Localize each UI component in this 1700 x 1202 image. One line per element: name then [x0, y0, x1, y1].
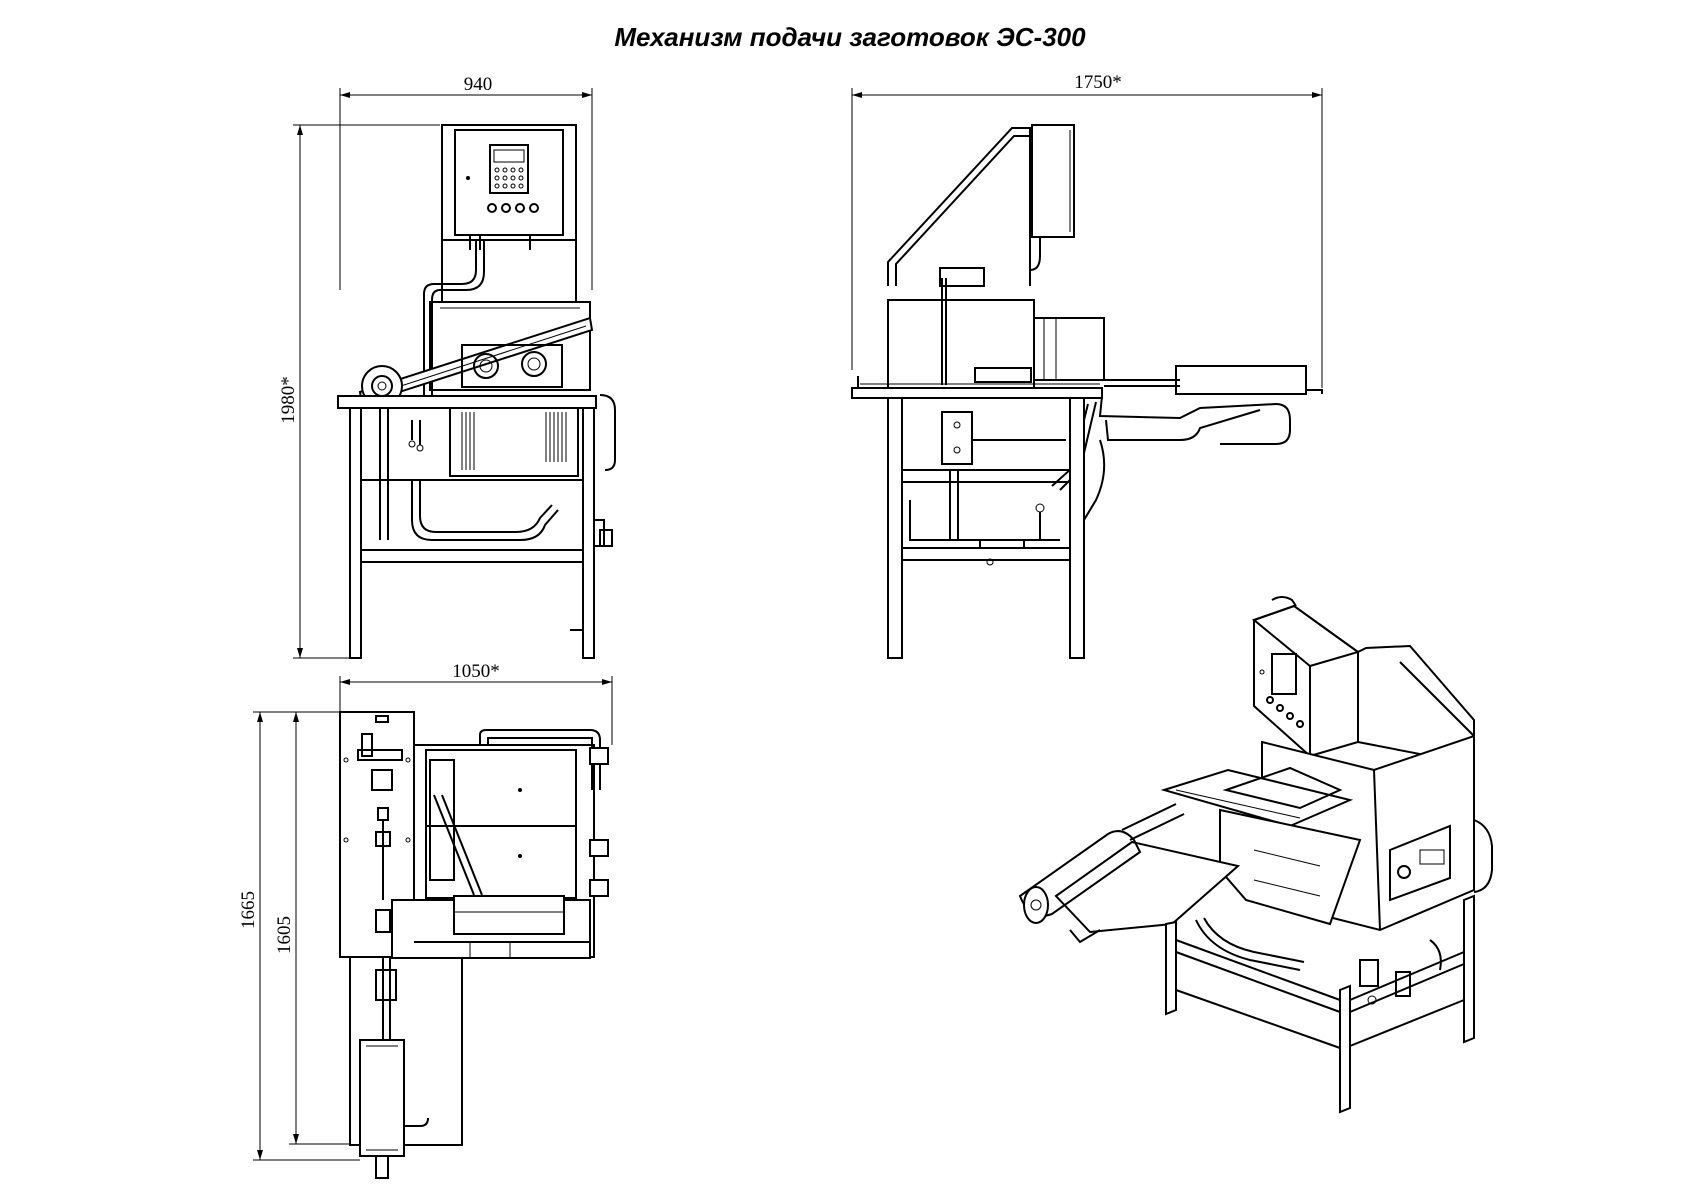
- dim-top-depth-inner: 1605: [274, 916, 295, 954]
- dim-top-width: 1050*: [452, 661, 500, 682]
- isometric-view: [1018, 596, 1493, 1114]
- top-view: 1050* 1665 1605: [238, 661, 613, 1179]
- dim-top-depth-outer: 1665: [238, 891, 259, 929]
- dim-front-width: 940: [464, 74, 493, 95]
- front-view: 940 1980*: [278, 74, 616, 659]
- drawing-title: Механизм подачи заготовок ЭС-300: [614, 22, 1086, 52]
- side-view: 1750*: [851, 72, 1323, 659]
- dim-front-height: 1980*: [278, 376, 299, 424]
- dim-side-length: 1750*: [1074, 72, 1122, 93]
